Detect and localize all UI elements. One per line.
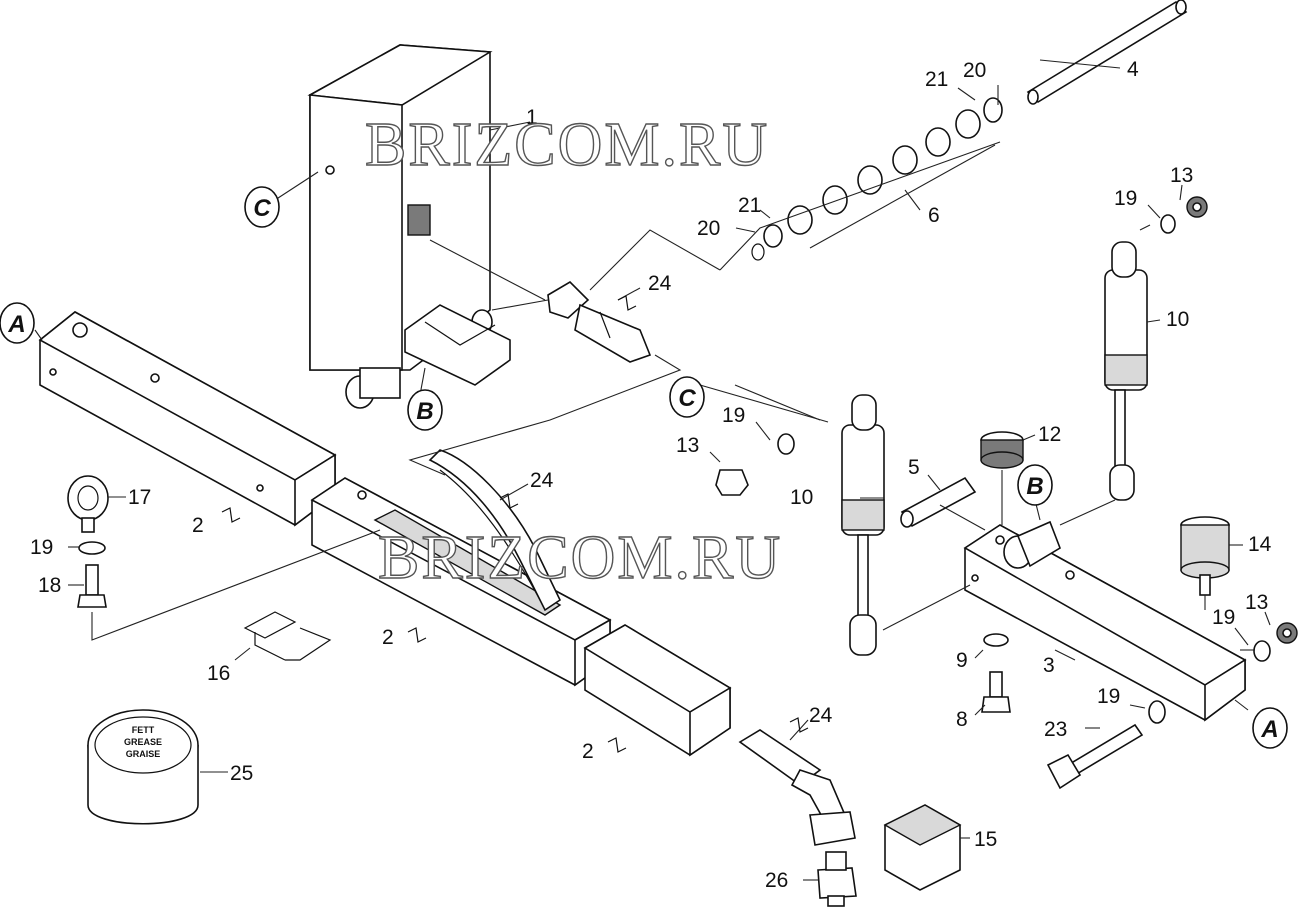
- callout-c-mid: C: [669, 376, 705, 418]
- callout-b-right: B: [1017, 464, 1053, 506]
- grease-label-line1: FETT: [132, 725, 155, 735]
- bolt-23: [1046, 723, 1144, 790]
- tube-upper: [38, 311, 337, 527]
- label-part-10-right: 10: [1166, 308, 1189, 331]
- pin: [900, 476, 977, 528]
- part-labels: 1 2 2 2 3 4 5 6 8 9 10 10 12 13 13 13 14…: [30, 58, 1272, 892]
- bushing-stack: [719, 97, 1003, 271]
- label-part-4: 4: [1127, 58, 1139, 81]
- housing-block: [307, 44, 493, 409]
- label-part-20-top: 20: [963, 59, 986, 82]
- label-part-9: 9: [956, 649, 968, 672]
- label-part-14: 14: [1248, 533, 1272, 556]
- label-part-13-mid: 13: [676, 434, 699, 457]
- svg-text:A: A: [7, 311, 25, 338]
- label-part-12: 12: [1038, 423, 1061, 446]
- connection-lines: [91, 224, 1255, 651]
- shaft: [1026, 0, 1188, 105]
- label-part-24-middle: 24: [530, 469, 554, 492]
- bolt-18: [77, 564, 107, 608]
- grease-nipple: [817, 851, 857, 907]
- svg-text:C: C: [253, 195, 271, 222]
- bolt-8: [981, 671, 1011, 713]
- label-part-6: 6: [928, 204, 940, 227]
- gas-spring-left: [841, 394, 885, 656]
- callout-b-left: B: [407, 389, 443, 431]
- label-part-19-right: 19: [1212, 606, 1235, 629]
- label-part-16: 16: [207, 662, 230, 685]
- label-part-21-top: 21: [925, 68, 948, 91]
- label-part-18: 18: [38, 574, 61, 597]
- washer-19c: [1253, 640, 1271, 662]
- label-part-19-lower: 19: [1097, 685, 1120, 708]
- label-part-2-lower: 2: [582, 740, 594, 763]
- callout-a-left: A: [0, 302, 35, 344]
- label-part-2-middle: 2: [382, 626, 394, 649]
- label-part-3: 3: [1043, 654, 1055, 677]
- tube-middle: [310, 477, 612, 687]
- label-part-2-upper: 2: [192, 514, 204, 537]
- cap: [980, 431, 1024, 469]
- svg-text:A: A: [1260, 716, 1278, 743]
- label-part-19-mid: 19: [722, 404, 745, 427]
- label-part-13-top: 13: [1170, 164, 1193, 187]
- nut-13b: [715, 469, 749, 496]
- spring-clip-16: [243, 611, 332, 661]
- grease-can: FETT GREASE GRAISE: [87, 709, 199, 825]
- nut-13a: [1186, 196, 1208, 218]
- grease-fitting-lower: [738, 729, 856, 846]
- callout-c-left: C: [244, 186, 280, 228]
- washer-19b: [777, 433, 795, 455]
- svg-text:B: B: [1026, 473, 1043, 500]
- rubber-plug-15: [883, 804, 962, 891]
- section-markers: [221, 295, 809, 753]
- tube-lower: [583, 624, 732, 757]
- watermark-top: BRIZCOM.RU: [365, 111, 769, 179]
- label-part-8: 8: [956, 708, 968, 731]
- grease-label-line2: GREASE: [124, 737, 162, 747]
- label-part-24-upper: 24: [648, 272, 672, 295]
- knob: [1180, 516, 1230, 596]
- label-part-23: 23: [1044, 718, 1067, 741]
- nut-13c: [1276, 622, 1298, 644]
- label-part-24-lower: 24: [809, 704, 833, 727]
- slide-bracket: [404, 304, 511, 386]
- lower-frame: [963, 520, 1247, 722]
- svg-text:C: C: [678, 385, 696, 412]
- svg-text:B: B: [416, 398, 433, 425]
- washer-19e: [78, 541, 106, 555]
- grease-fitting-upper: [547, 280, 652, 363]
- label-part-25: 25: [230, 762, 253, 785]
- label-part-5: 5: [908, 456, 920, 479]
- label-part-21-left: 21: [738, 194, 761, 217]
- label-part-15: 15: [974, 828, 997, 851]
- hose: [428, 449, 562, 612]
- label-part-10-left: 10: [790, 486, 813, 509]
- washer-19d: [1148, 700, 1166, 724]
- label-part-19-left: 19: [30, 536, 53, 559]
- gas-spring-right: [1104, 241, 1148, 501]
- label-part-13-right: 13: [1245, 591, 1268, 614]
- label-part-20-left: 20: [697, 217, 720, 240]
- grease-label-line3: GRAISE: [126, 749, 161, 759]
- label-part-19-top: 19: [1114, 187, 1137, 210]
- eyebolt-17: [67, 475, 109, 533]
- washer-9: [983, 633, 1009, 647]
- label-part-17: 17: [128, 486, 151, 509]
- label-part-26: 26: [765, 869, 788, 892]
- callout-a-right: A: [1252, 707, 1288, 749]
- label-part-1: 1: [526, 106, 538, 129]
- washer-19a: [1160, 214, 1176, 234]
- watermark-middle: BRIZCOM.RU: [378, 524, 782, 592]
